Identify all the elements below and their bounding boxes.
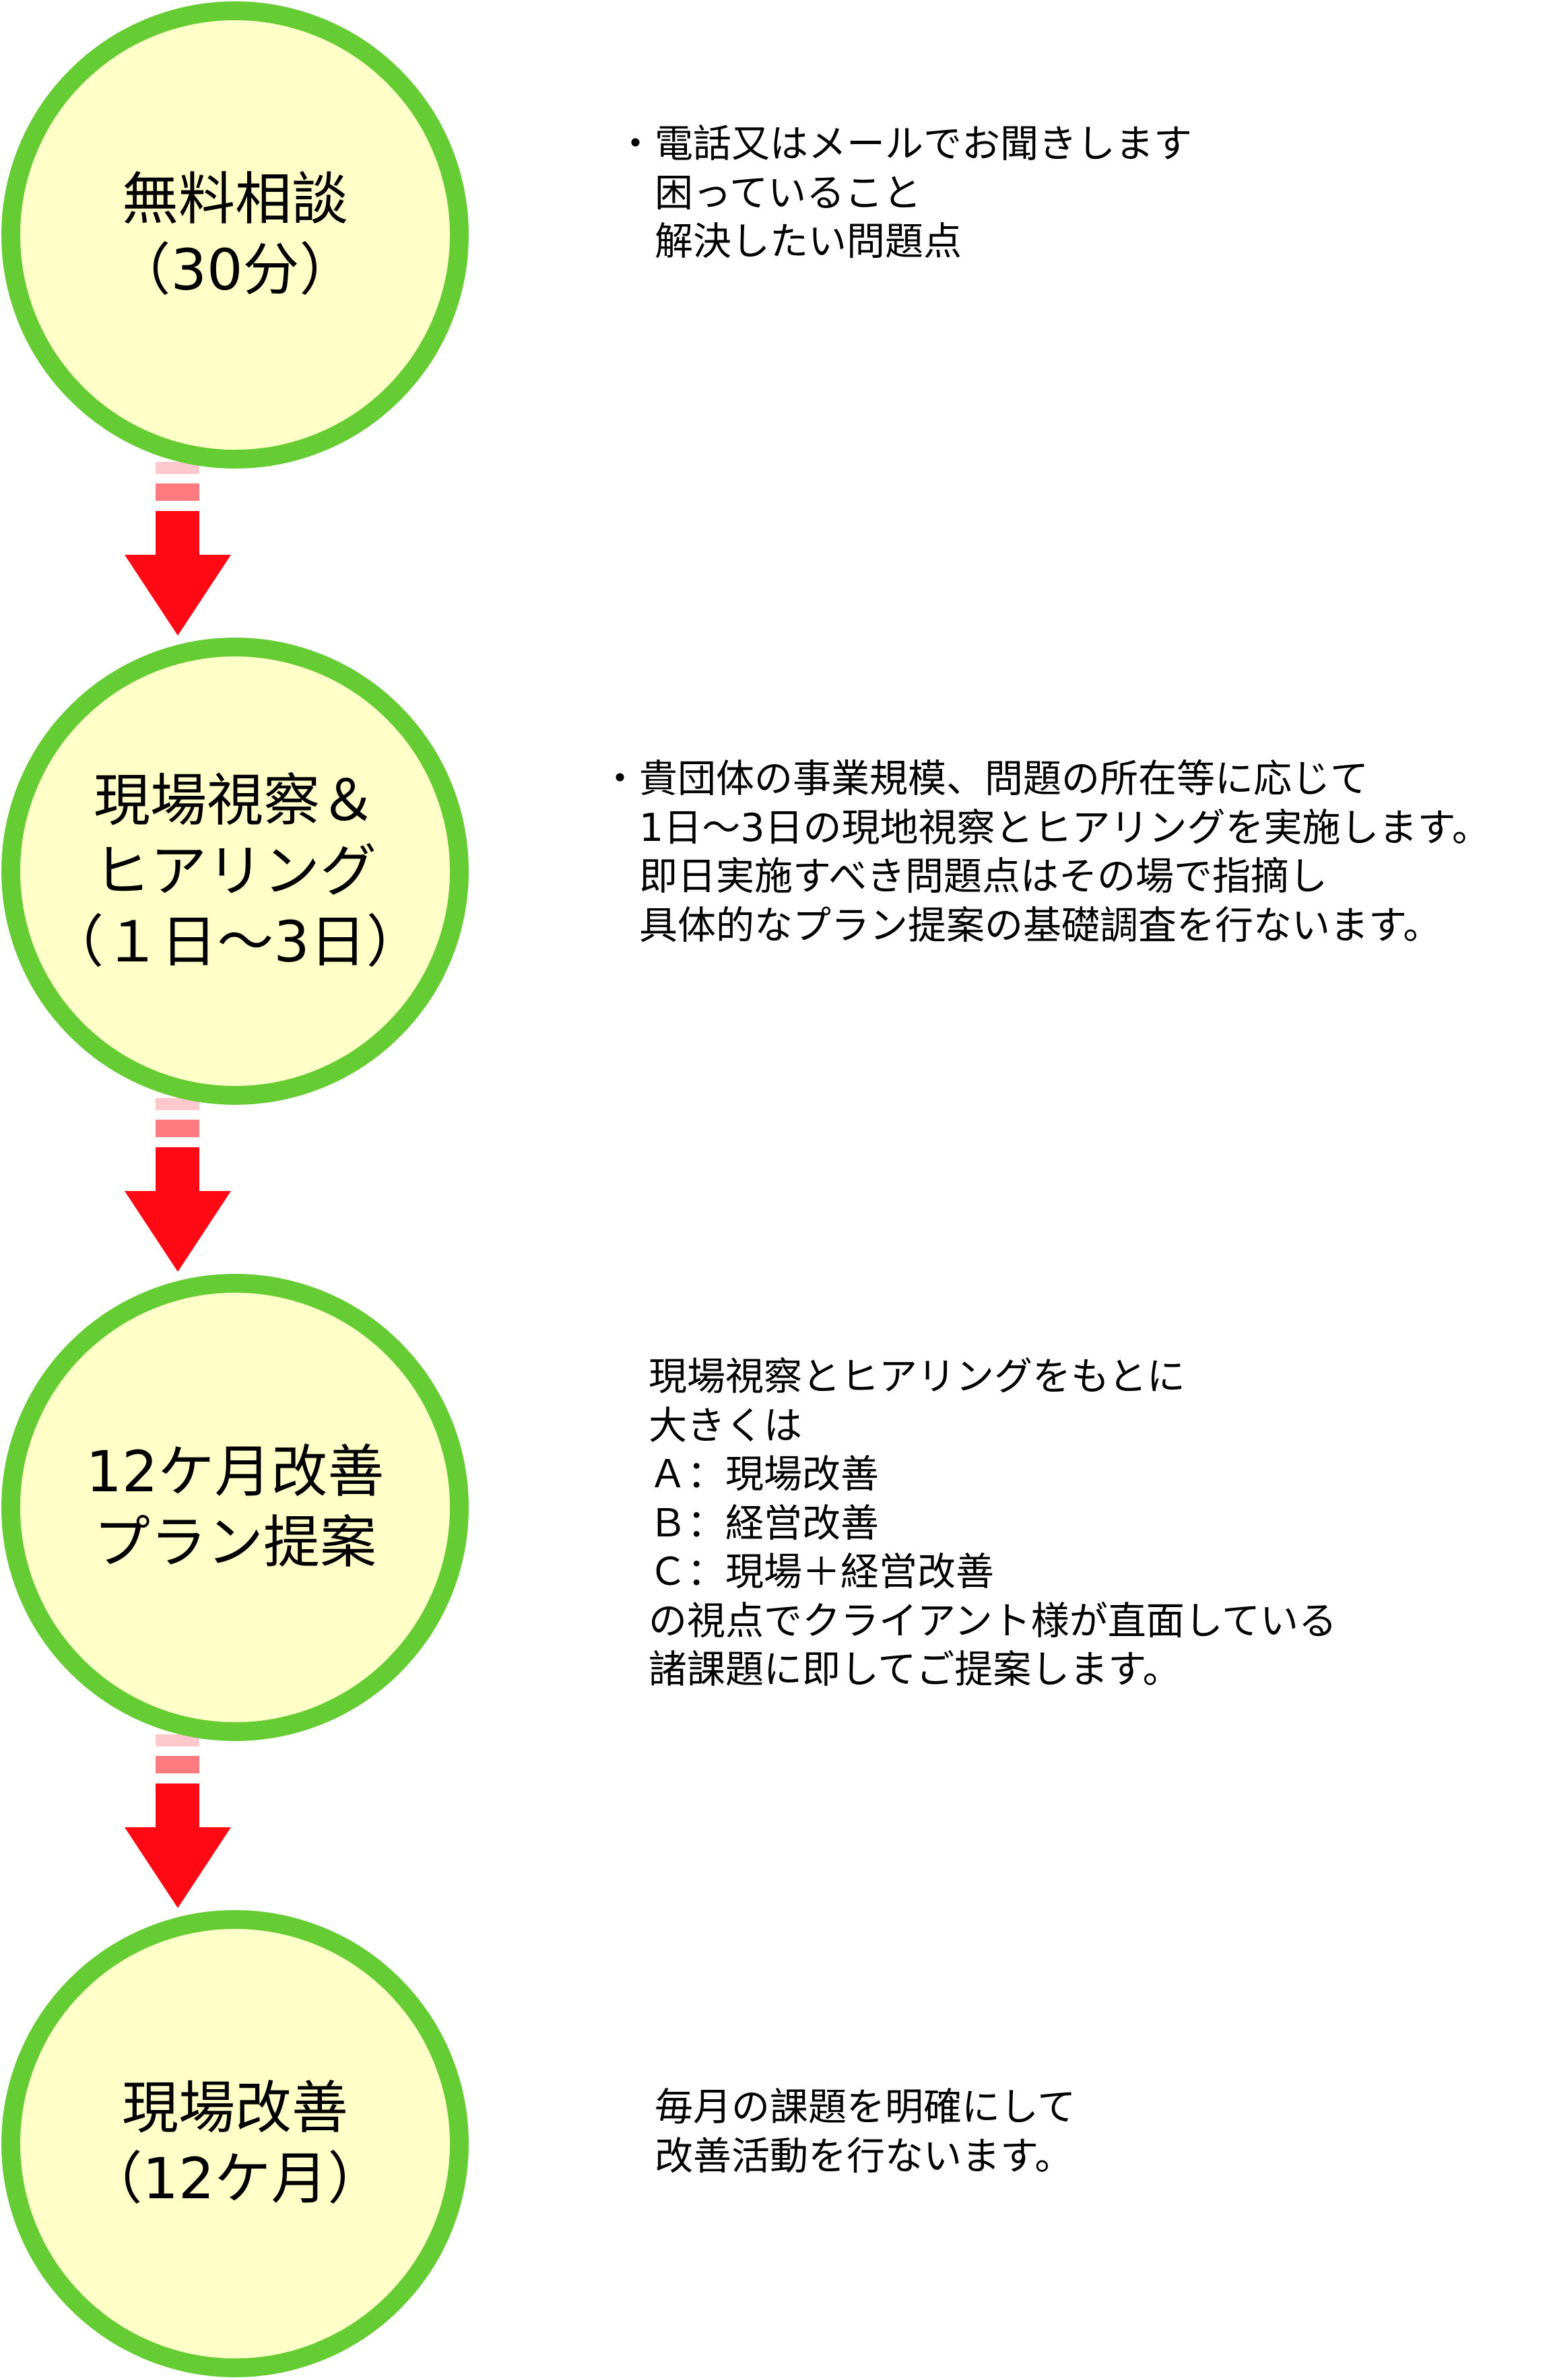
step-4-circle — [1, 1910, 469, 2377]
step-2-title-line1: 現場視察＆ — [93, 767, 376, 834]
step-1-description: ・電話又はメールでお聞きします 困っていること 解決したい問題点 — [616, 120, 1192, 267]
description-line: 即日実施すべき問題点はその場で指摘し — [639, 854, 1328, 899]
description-line: Ｃ：現場＋経営改善 — [649, 1550, 994, 1594]
step-3-circle — [1, 1274, 469, 1741]
arrow-band-faint — [156, 1734, 199, 1746]
step-3-title-line2: プラン提案 — [93, 1509, 376, 1575]
description-line: 困っていること — [655, 170, 922, 215]
down-arrow-icon — [125, 511, 231, 636]
step-1-circle-label: 無料相談 （30分） — [0, 0, 470, 470]
description-line: Ｂ：経営改善 — [649, 1501, 879, 1546]
step-1-title: 無料相談 — [121, 166, 348, 232]
description-line: Ａ：現場改善 — [649, 1452, 879, 1497]
step-3-title-line1: 12ケ月改善 — [86, 1439, 385, 1505]
step-3-circle-label: 12ケ月改善 プラン提案 — [0, 1272, 470, 1742]
down-arrow-icon — [125, 1147, 231, 1272]
description-line: 電話又はメールでお聞きします — [655, 122, 1192, 166]
arrow-band — [156, 1756, 199, 1773]
description-line: 大きくは — [649, 1403, 802, 1448]
arrow-band-faint — [156, 462, 199, 474]
description-line: 現場視察とヒアリングをもとに — [649, 1355, 1185, 1399]
step-2-circle-label: 現場視察＆ ヒアリング （１日〜3日） — [0, 636, 470, 1106]
step-3-description: 現場視察とヒアリングをもとに 大きくは Ａ：現場改善 Ｂ：経営改善 Ｃ：現場＋経… — [649, 1353, 1337, 1695]
step-1-subtitle: （30分） — [114, 237, 356, 303]
description-line: の視点でクライアント様が直面している — [649, 1598, 1338, 1643]
step-2-title-line2: ヒアリング — [93, 838, 376, 904]
description-line: 諸課題に即してご提案します。 — [649, 1647, 1181, 1692]
step-2-subtitle: （１日〜3日） — [47, 908, 423, 975]
description-line: 解決したい問題点 — [655, 219, 962, 264]
arrow-band — [156, 1120, 199, 1137]
description-line: 具体的なプラン提案の基礎調査を行ないます。 — [639, 903, 1442, 948]
description-line: 貴団体の事業規模、問題の所在等に応じて — [639, 757, 1368, 801]
arrow-band-faint — [156, 1098, 199, 1110]
description-line: 1日〜3日の現地視察とヒアリングを実施します。 — [639, 805, 1490, 850]
description-line: 毎月の課題を明確にして — [655, 2085, 1076, 2130]
step-4-title: 現場改善 — [121, 2075, 348, 2141]
step-1-bullet: ・ — [616, 122, 655, 166]
step-2-description: ・貴団体の事業規模、問題の所在等に応じて 1日〜3日の現地視察とヒアリングを実施… — [601, 755, 1490, 950]
step-1-circle — [1, 1, 469, 469]
step-2-bullet: ・ — [601, 757, 639, 801]
description-line: 改善活動を行ないます。 — [655, 2134, 1074, 2179]
step-4-circle-label: 現場改善 （12ケ月） — [0, 1909, 470, 2379]
description-first-line: ・貴団体の事業規模、問題の所在等に応じて — [601, 755, 1490, 804]
arrow-band — [156, 483, 199, 501]
down-arrow-icon — [125, 1783, 231, 1908]
step-4-subtitle: （12ケ月） — [86, 2146, 385, 2212]
description-first-line: ・電話又はメールでお聞きします — [616, 120, 1192, 169]
step-2-circle — [1, 638, 469, 1105]
step-4-description: 毎月の課題を明確にして 改善活動を行ないます。 — [655, 2083, 1076, 2181]
